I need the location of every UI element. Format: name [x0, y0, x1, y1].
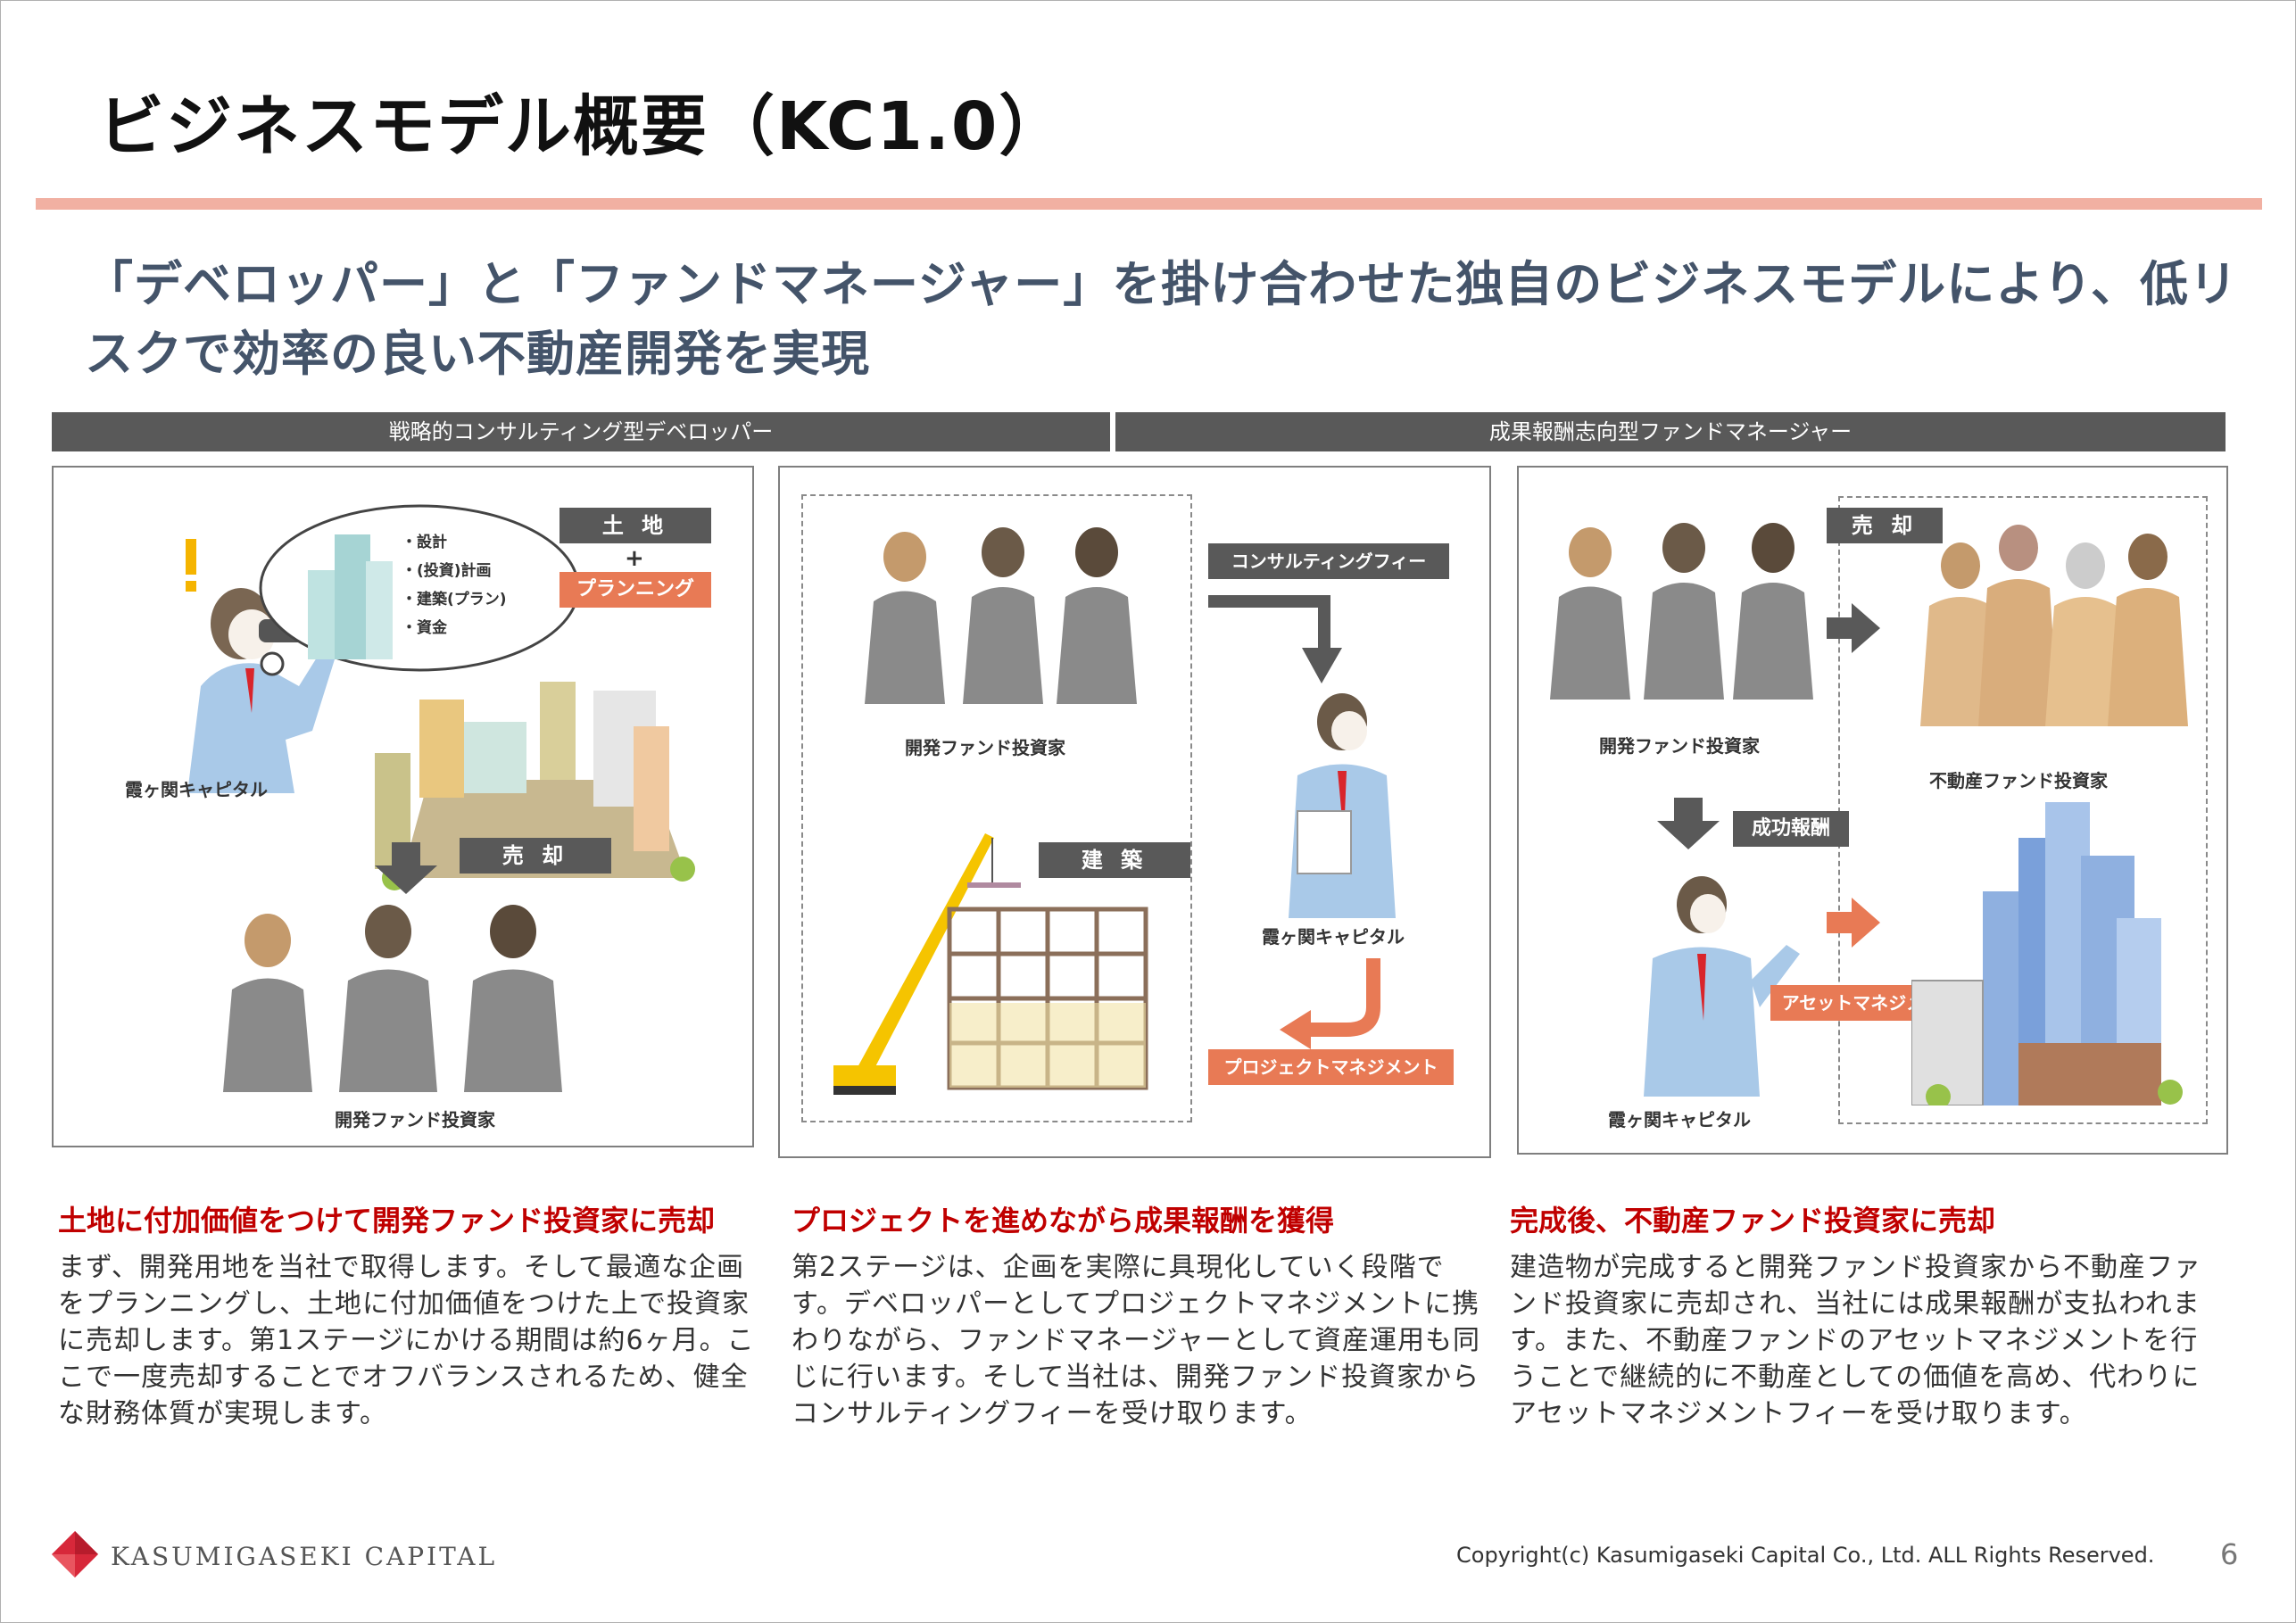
investors-group-illustration [223, 905, 562, 1092]
kasumigaseki-staff-illustration [1644, 876, 1800, 1097]
caption-development-fund-investors: 開発ファンド投資家 [335, 1109, 495, 1130]
page-title: ビジネスモデル概要（KC1.0） [98, 88, 1067, 165]
panel-stage-1: ・設計 ・(投資)計画 ・建築(プラン) ・資金 土 地 + プランニング 霞ヶ… [52, 466, 754, 1147]
bent-arrow-icon [1208, 595, 1342, 683]
caption-kasumigaseki-capital: 霞ヶ関キャピタル [1608, 1109, 1751, 1130]
page-subtitle: 「デベロッパー」と「ファンドマネージャー」を掛け合わせた独自のビジネスモデルによ… [85, 256, 2238, 382]
bubble-item: ・資金 [402, 619, 447, 637]
section-bar-fund-manager: 成果報酬志向型ファンドマネージャー [1115, 412, 2226, 451]
panel-stage-3: 開発ファンド投資家 売 却 不動産ファンド投資家 成功報酬 霞ヶ関キャピタル ア… [1517, 466, 2228, 1155]
tag-land: 土 地 [559, 508, 711, 543]
column-body-stage-2: 第2ステージは、企画を実際に具現化していく段階です。デベロッパーとしてプロジェク… [792, 1252, 1480, 1429]
down-arrow-icon [375, 842, 437, 894]
bubble-list: ・設計 ・(投資)計画 ・建築(プラン) ・資金 [402, 528, 509, 642]
investors-group-illustration [865, 527, 1137, 704]
curved-arrow-icon [1280, 958, 1380, 1049]
dashed-group-box [1838, 496, 2208, 1124]
caption-real-estate-fund-investors: 不動産ファンド投資家 [1929, 770, 2108, 791]
real-estate-investors-illustration [1920, 525, 2188, 726]
caption-kasumigaseki-capital: 霞ヶ関キャピタル [1262, 926, 1405, 948]
thought-bubble-illustration [259, 504, 580, 676]
tower-building-illustration [1911, 802, 2183, 1105]
right-arrow-orange-icon [1827, 898, 1880, 948]
tag-sell: 売 却 [460, 838, 611, 874]
title-rule [36, 198, 2262, 210]
person-binoculars-illustration [186, 539, 335, 793]
caption-development-fund-investors: 開発ファンド投資家 [1599, 735, 1760, 757]
page-number: 6 [2220, 1537, 2239, 1571]
company-logo-icon [52, 1531, 98, 1577]
down-arrow-icon [1657, 798, 1720, 849]
tag-consulting-fee: コンサルティングフィー [1208, 543, 1449, 579]
kasumigaseki-staff-illustration [1289, 693, 1396, 918]
bubble-item: ・建築(プラン) [402, 591, 507, 609]
tag-planning: プランニング [559, 572, 711, 608]
column-heading-stage-3: 完成後、不動産ファンド投資家に売却 [1510, 1204, 1996, 1238]
company-logo-text: KASUMIGASEKI CAPITAL [111, 1542, 498, 1571]
caption-kasumigaseki-capital: 霞ヶ関キャピタル [125, 779, 268, 800]
right-arrow-icon [1827, 603, 1880, 653]
tag-sell: 売 却 [1827, 508, 1943, 543]
section-bar-developer: 戦略的コンサルティング型デベロッパー [52, 412, 1110, 451]
column-body-stage-3: 建造物が完成すると開発ファンド投資家から不動産ファンド投資家に売却され、当社には… [1510, 1252, 2201, 1429]
dashed-group-box [801, 494, 1192, 1122]
column-body-stage-1: まず、開発用地を当社で取得します。そして最適な企画をプランニングし、土地に付加価… [58, 1252, 755, 1429]
panel-stage-2: 開発ファンド投資家 建 築 コンサルティングフィー 霞ヶ関キャピタル [778, 466, 1491, 1158]
plus-sign: + [625, 545, 644, 572]
investors-group-illustration [1550, 523, 1813, 700]
tag-construction: 建 築 [1039, 842, 1190, 878]
column-heading-stage-2: プロジェクトを進めながら成果報酬を獲得 [792, 1204, 1335, 1238]
tag-project-management: プロジェクトマネジメント [1208, 1049, 1454, 1085]
copyright-text: Copyright(c) Kasumigaseki Capital Co., L… [1456, 1543, 2155, 1568]
bubble-item: ・設計 [402, 534, 447, 551]
bubble-item: ・(投資)計画 [402, 562, 492, 580]
tag-success-fee: 成功報酬 [1733, 811, 1849, 847]
column-heading-stage-1: 土地に付加価値をつけて開発ファンド投資家に売却 [58, 1204, 716, 1238]
construction-crane-illustration [833, 833, 1148, 1095]
caption-development-fund-investors: 開発ファンド投資家 [905, 737, 1065, 758]
